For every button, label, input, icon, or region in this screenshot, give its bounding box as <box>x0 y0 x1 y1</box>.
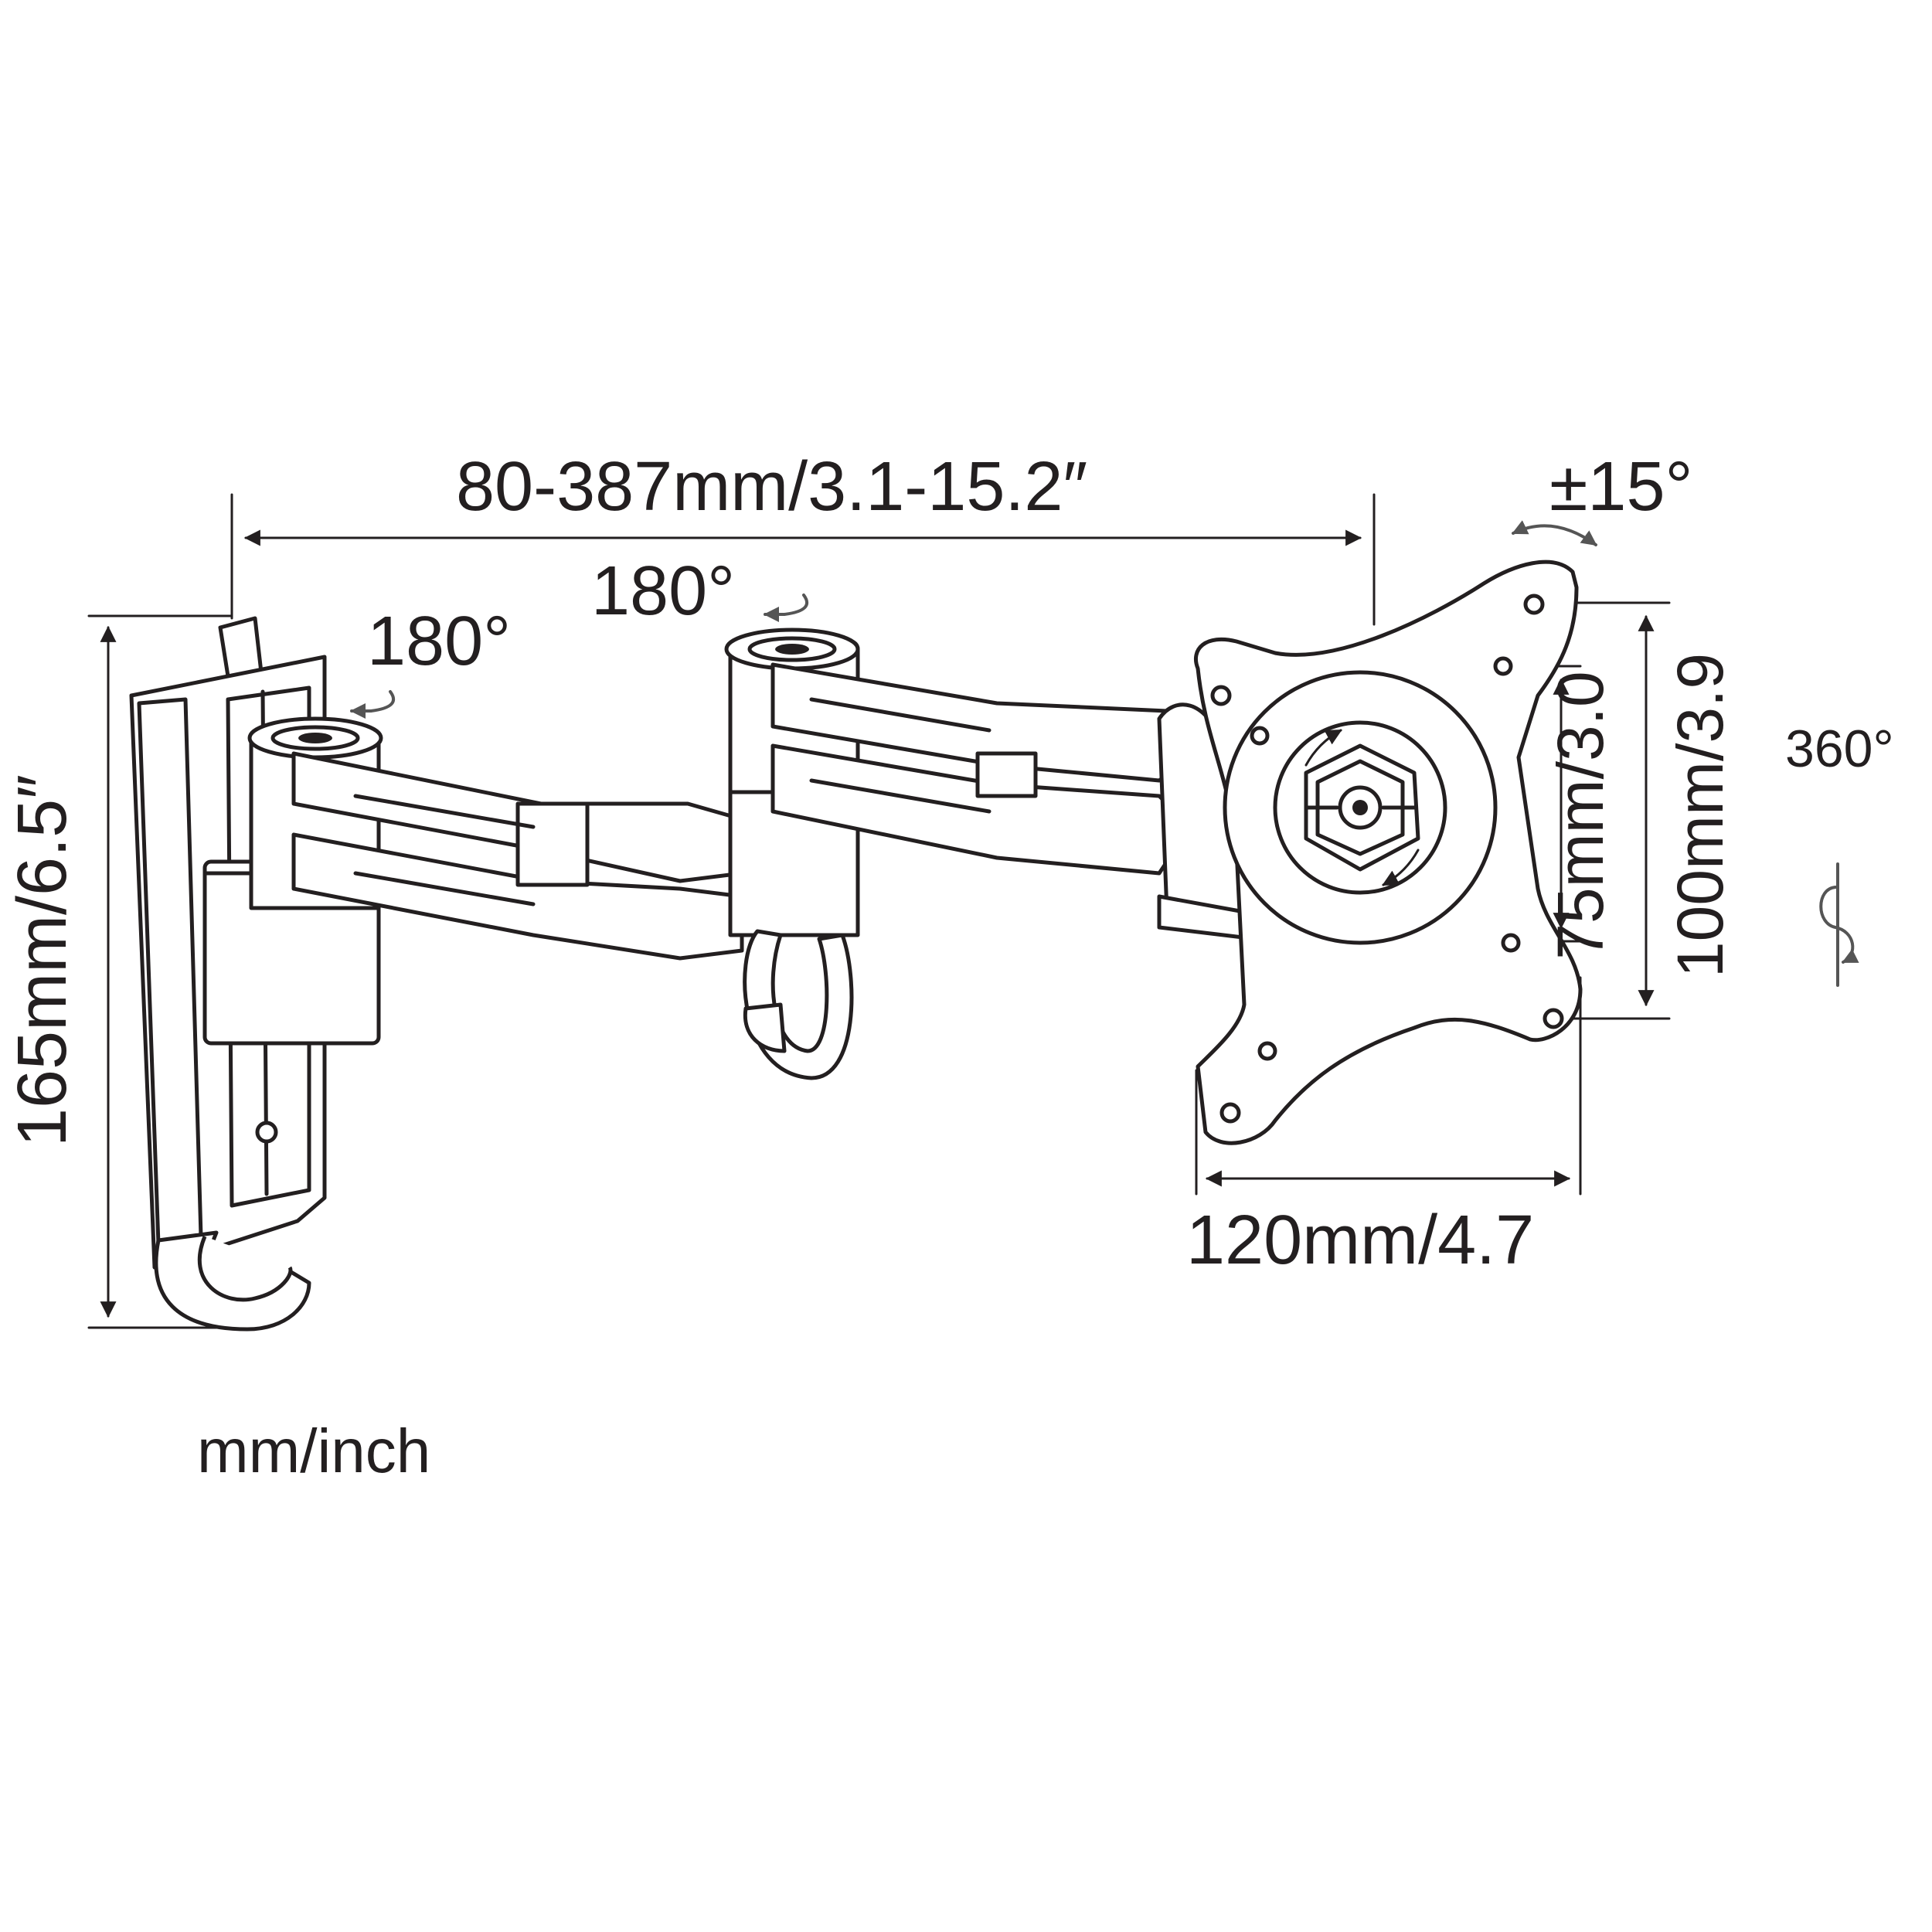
vesa-100-label: 100mm/3.9 <box>1664 652 1736 978</box>
vesa-hole-icon <box>1523 594 1545 615</box>
wall-swivel-label: 180° <box>367 603 512 680</box>
wall-swivel-arrow-icon <box>350 690 396 719</box>
vesa-plate <box>1194 560 1583 1145</box>
vesa-hole-icon <box>1501 933 1521 953</box>
dimension-arm-reach <box>230 493 1376 626</box>
vesa-hole-icon <box>1543 1008 1564 1029</box>
elbow-swivel-arrow-icon <box>764 594 809 622</box>
rotation-360-arrow-icon <box>1819 886 1859 964</box>
vesa-hole-icon <box>1219 1102 1241 1124</box>
tilt-label: ±15° <box>1549 448 1693 526</box>
vesa-hole-icon <box>1250 726 1270 746</box>
dimension-vesa-width <box>1195 976 1582 1196</box>
elbow-swivel-label: 180° <box>591 553 736 630</box>
vesa-hole-icon <box>1210 685 1232 706</box>
vesa-hole-icon <box>1257 1041 1277 1061</box>
height-label: 165mm/6.5″ <box>4 774 81 1148</box>
arm-reach-label: 80-387mm/3.1-15.2″ <box>456 448 1088 526</box>
units-note: mm/inch <box>197 1417 431 1485</box>
vesa-width-label: 120mm/4.7 <box>1186 1202 1535 1279</box>
wall-screw-icon <box>255 1121 278 1144</box>
vesa-75-label: 75mm/3.0 <box>1544 671 1617 960</box>
vesa-hole-icon <box>1493 656 1513 676</box>
rotation-360-label: 360° <box>1785 719 1894 778</box>
first-arm <box>291 751 744 961</box>
tilt-arrow-icon <box>1512 520 1597 546</box>
